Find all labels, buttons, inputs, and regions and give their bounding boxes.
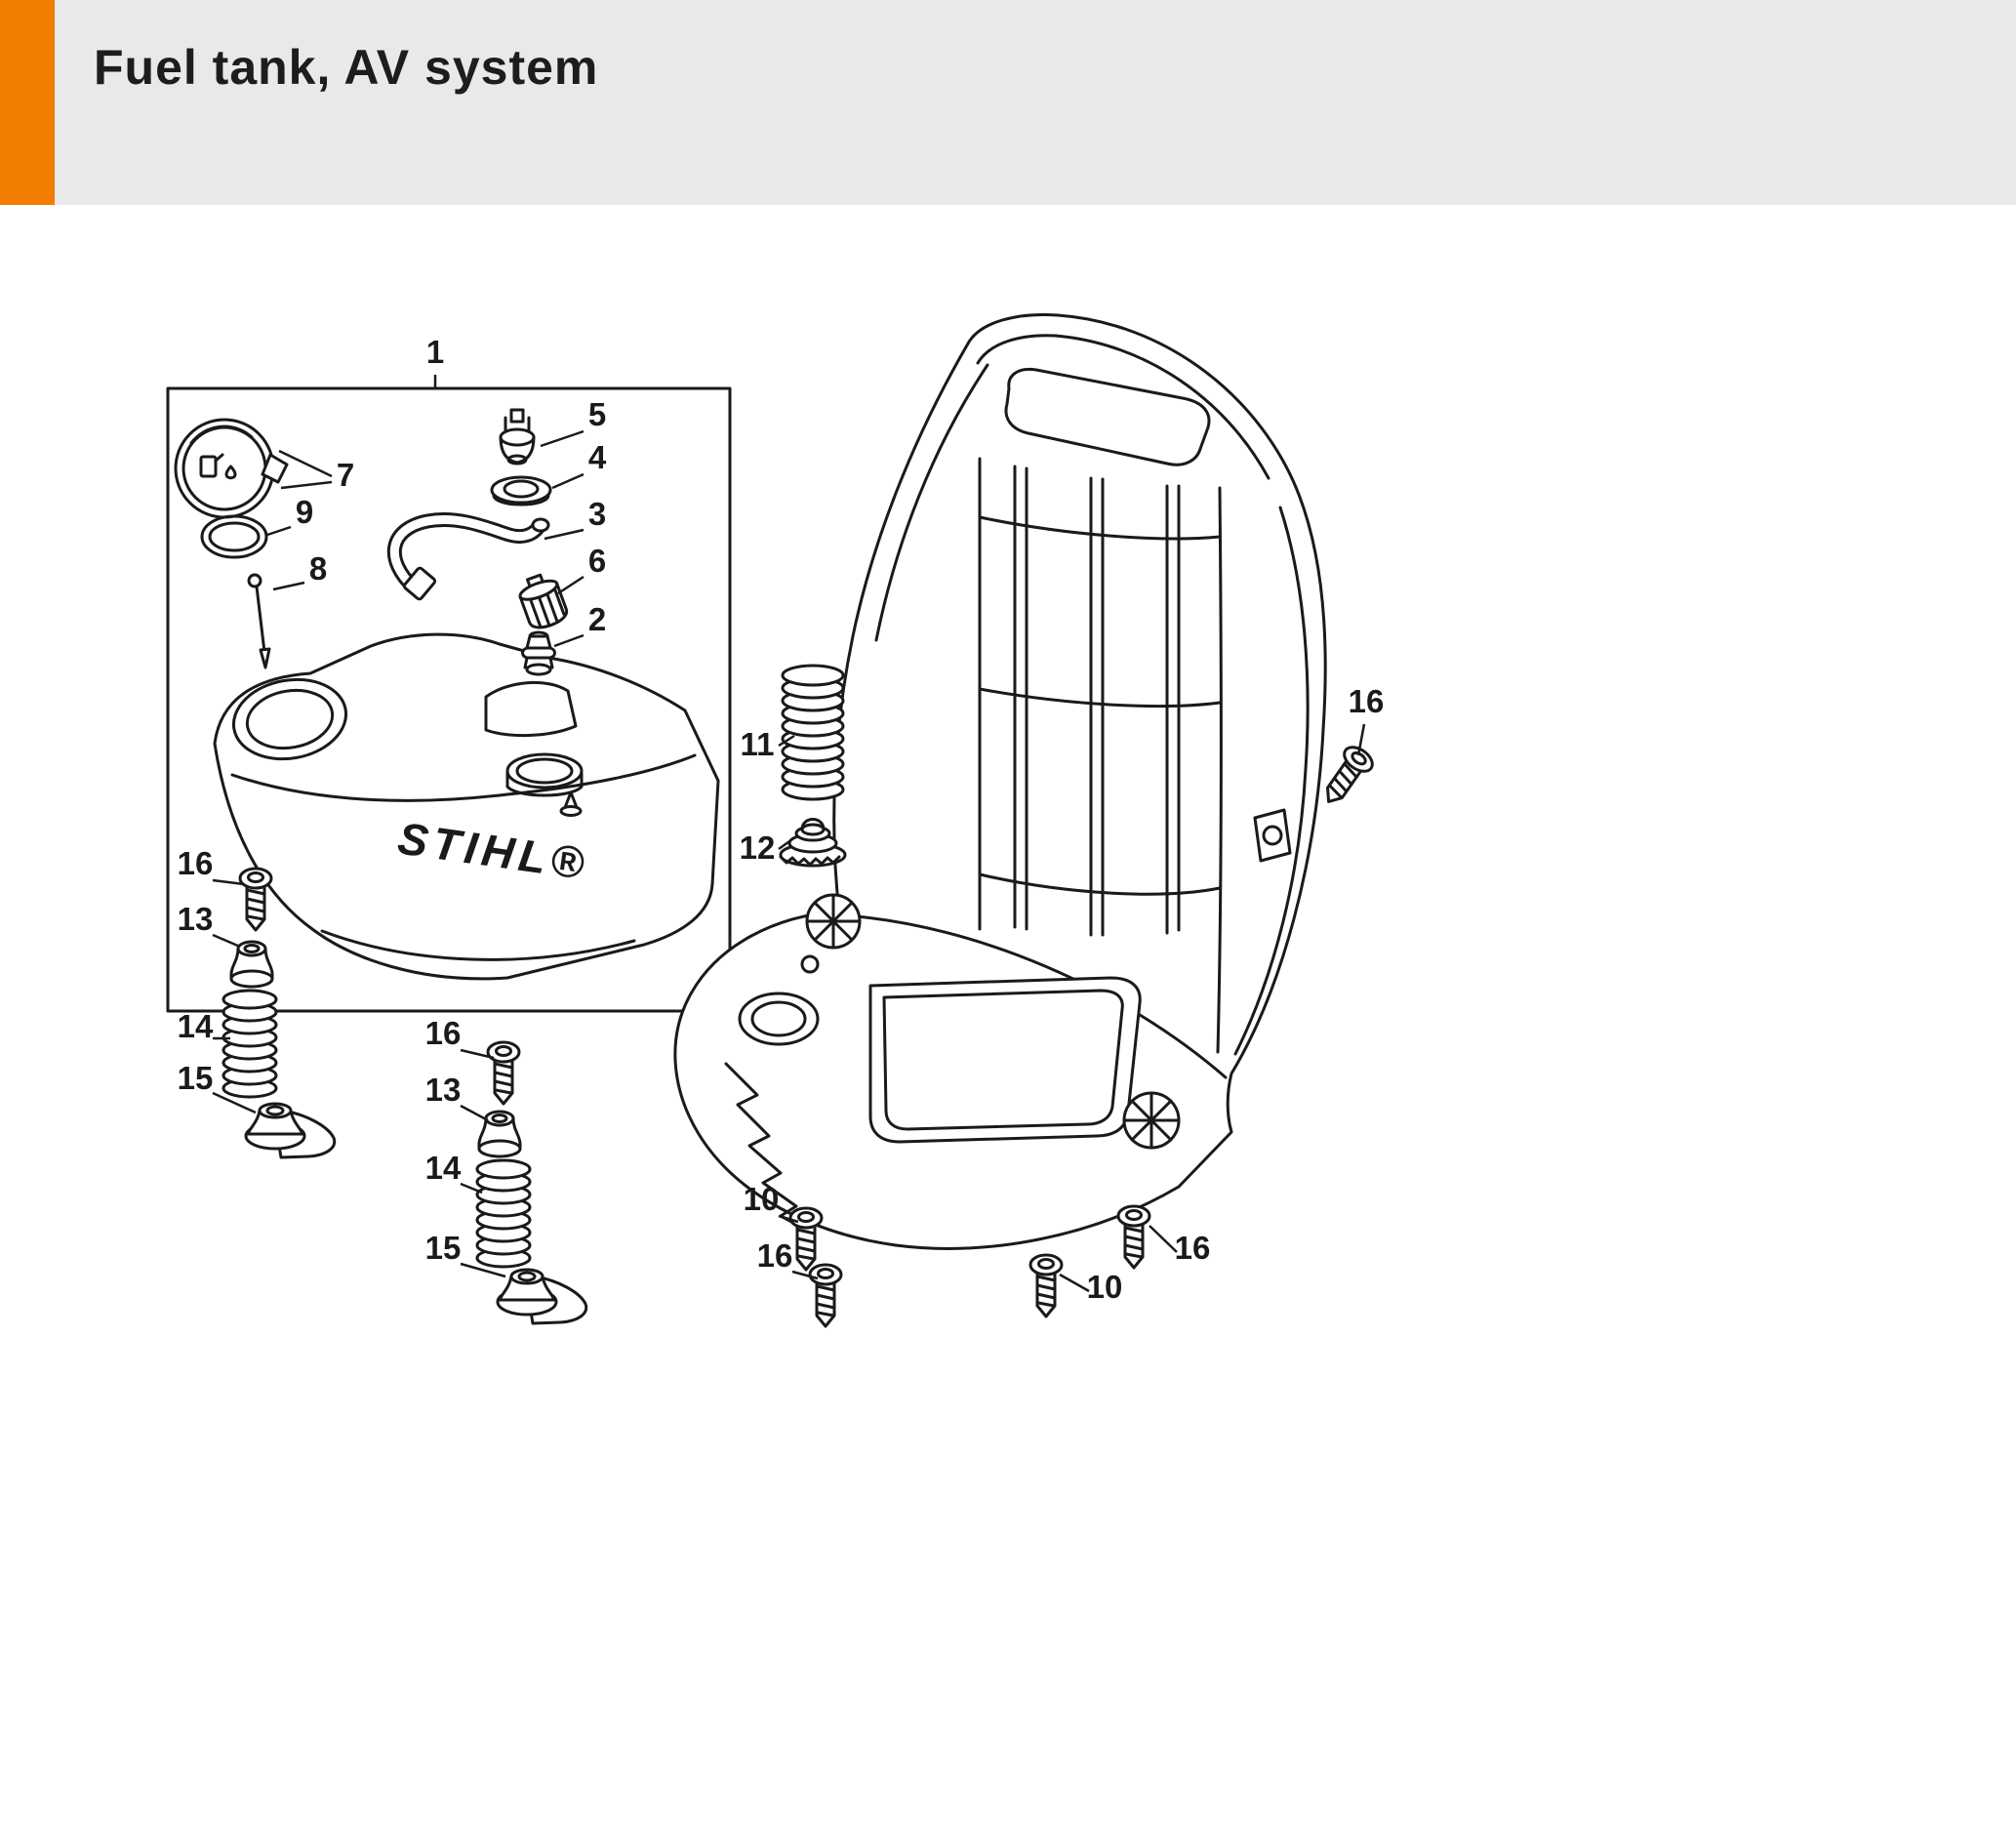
callout-2: 2 bbox=[588, 601, 606, 637]
retainer-pin bbox=[247, 573, 271, 669]
spring-seat-right bbox=[1122, 1091, 1181, 1150]
spring-14-left bbox=[222, 989, 278, 1099]
spring-11 bbox=[781, 664, 845, 801]
frame-recess bbox=[868, 976, 1142, 1144]
o-ring bbox=[200, 514, 268, 559]
fuel-mix-icon bbox=[199, 453, 237, 480]
screw-10-left bbox=[788, 1206, 824, 1272]
callout-4: 4 bbox=[588, 439, 607, 475]
vent-grommet bbox=[490, 475, 552, 506]
mount-15-left bbox=[244, 1102, 337, 1159]
accent-bar bbox=[0, 0, 55, 205]
screw-16-left bbox=[238, 867, 273, 932]
callout-6: 6 bbox=[588, 543, 606, 579]
callout-10-left: 10 bbox=[744, 1181, 780, 1217]
callout-9: 9 bbox=[296, 494, 313, 530]
callout-7: 7 bbox=[337, 457, 354, 493]
page-header: Fuel tank, AV system bbox=[0, 0, 2016, 205]
callout-14-left: 14 bbox=[178, 1008, 214, 1044]
frame-handle-slot bbox=[1004, 367, 1211, 466]
callout-11: 11 bbox=[741, 726, 775, 762]
callout-16-frame: 16 bbox=[1349, 683, 1385, 719]
tank-vent-valve bbox=[499, 408, 536, 466]
fuel-tank: STIHL® bbox=[213, 632, 720, 981]
frame-bracket bbox=[1253, 808, 1292, 863]
callout-5: 5 bbox=[588, 396, 606, 432]
callout-13-left: 13 bbox=[178, 901, 214, 937]
screw-10-right bbox=[1028, 1253, 1064, 1318]
callout-16-mid: 16 bbox=[425, 1015, 462, 1051]
callouts: 1 5 4 3 6 2 7 9 8 11 12 16 16 13 14 15 1… bbox=[178, 334, 1385, 1305]
assembly-box bbox=[166, 386, 732, 1013]
fuel-cap bbox=[174, 418, 289, 519]
frame-corrugation bbox=[724, 1062, 816, 1236]
callout-15-mid: 15 bbox=[425, 1230, 462, 1266]
callout-3: 3 bbox=[588, 496, 606, 532]
callout-16-bottom-right: 16 bbox=[1175, 1230, 1211, 1266]
fuel-hose bbox=[386, 512, 550, 601]
pickup-body bbox=[521, 630, 556, 676]
callout-1: 1 bbox=[426, 334, 444, 370]
callout-10-right: 10 bbox=[1087, 1269, 1123, 1305]
callout-16-bottom-left: 16 bbox=[757, 1237, 793, 1274]
callout-12: 12 bbox=[740, 830, 776, 866]
leader-lines bbox=[212, 375, 1366, 1293]
spring-seat-left bbox=[805, 893, 862, 950]
filler-opening bbox=[231, 677, 348, 761]
page-title: Fuel tank, AV system bbox=[94, 40, 599, 95]
fuel-filter bbox=[518, 573, 569, 629]
screw-16-bottom-left bbox=[808, 1263, 843, 1328]
screw-16-frame bbox=[1313, 741, 1379, 813]
screw-16-mid bbox=[486, 1040, 521, 1106]
callout-13-mid: 13 bbox=[425, 1072, 462, 1108]
buffer-13-left bbox=[229, 940, 274, 989]
screw-16-bottom-right bbox=[1116, 1204, 1151, 1270]
callout-15-left: 15 bbox=[178, 1060, 214, 1096]
backpack-frame bbox=[673, 313, 1327, 1250]
mount-15-mid bbox=[496, 1268, 588, 1325]
spring-14-mid bbox=[475, 1158, 532, 1269]
callout-14-mid: 14 bbox=[425, 1150, 462, 1186]
callout-8: 8 bbox=[309, 550, 327, 587]
callout-16-left: 16 bbox=[178, 845, 214, 881]
